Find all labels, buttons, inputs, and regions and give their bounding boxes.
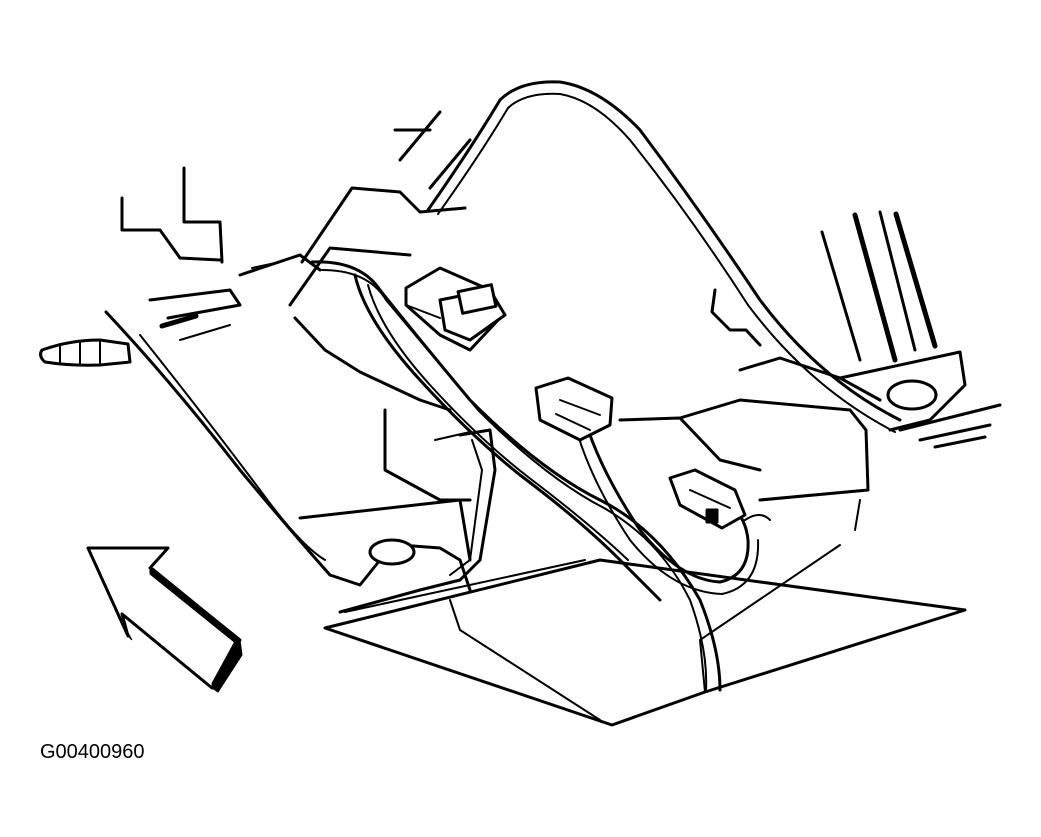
floor-panel — [323, 544, 967, 727]
upper-left-frame — [120, 166, 322, 341]
figure-id-label: G00400960 — [40, 741, 145, 763]
connector-lower — [668, 468, 771, 530]
connector-middle — [534, 376, 614, 442]
connector-upper — [404, 266, 507, 352]
center-mount — [288, 186, 870, 531]
right-bracket — [710, 210, 1002, 449]
main-harness — [310, 260, 760, 692]
direction-arrow-icon — [86, 546, 243, 693]
upper-wire-loop — [393, 80, 902, 433]
left-bracket — [104, 310, 472, 592]
left-cable-end — [39, 338, 132, 367]
strap-lines — [338, 428, 497, 614]
